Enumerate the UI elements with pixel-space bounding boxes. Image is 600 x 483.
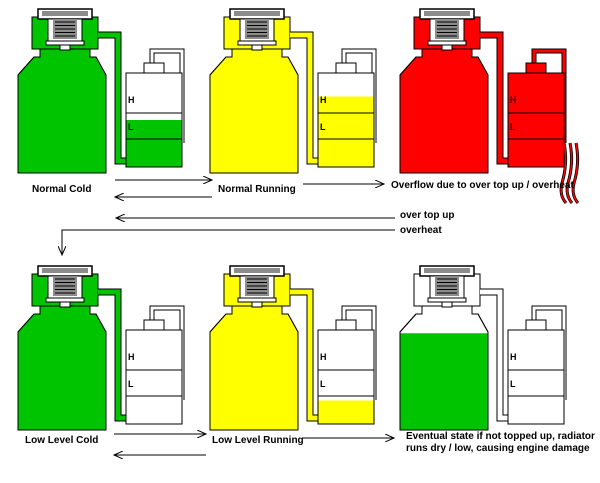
panel-normal-cold: HL bbox=[17, 8, 185, 174]
overflow-hose bbox=[98, 32, 126, 164]
reservoir-body bbox=[507, 329, 565, 425]
cap-seal bbox=[45, 40, 85, 46]
reservoir-body-border bbox=[125, 72, 183, 168]
cap-seal bbox=[427, 40, 467, 46]
radiator-coolant bbox=[399, 44, 489, 174]
reservoir-low-mark: L bbox=[510, 122, 516, 132]
reservoir-cap bbox=[335, 319, 357, 331]
reservoir-high-mark: H bbox=[510, 352, 517, 362]
flow-label-over-top-up: over top up bbox=[400, 210, 455, 221]
cap-top-metal bbox=[234, 268, 280, 273]
panel-eventual: HL bbox=[399, 265, 567, 431]
reservoir-body-border bbox=[317, 72, 375, 168]
reservoir-body bbox=[125, 329, 183, 425]
reservoir-body-border bbox=[317, 329, 375, 425]
reservoir-coolant bbox=[318, 400, 374, 424]
reservoir-low-mark: L bbox=[320, 122, 326, 132]
flow-label-overheat: overheat bbox=[400, 225, 442, 236]
overflow-hose bbox=[98, 289, 126, 421]
flow-arrows bbox=[62, 180, 395, 455]
cap-valve bbox=[59, 301, 71, 308]
cap-seal bbox=[237, 297, 277, 303]
reservoir-cap bbox=[143, 319, 165, 331]
caption-eventual: Eventual state if not topped up, radiato… bbox=[406, 431, 595, 454]
cap-seal bbox=[427, 297, 467, 303]
arrow-overheat bbox=[62, 229, 395, 255]
panel-low-level-running: HL bbox=[209, 265, 377, 431]
reservoir-low-mark: L bbox=[128, 122, 134, 132]
overflow-drip bbox=[560, 142, 567, 204]
cap-valve bbox=[441, 301, 453, 308]
reservoir-coolant bbox=[508, 73, 564, 167]
radiator-tank-border bbox=[399, 301, 489, 431]
caption-normal-running: Normal Running bbox=[218, 184, 296, 195]
reservoir-high-mark: H bbox=[128, 352, 135, 362]
reservoir-body-border bbox=[507, 72, 565, 168]
cap-top-metal bbox=[424, 268, 470, 273]
reservoir-high-mark: H bbox=[320, 352, 327, 362]
cap-top-metal bbox=[42, 11, 88, 16]
overflow-drip bbox=[566, 142, 573, 204]
radiator-coolant bbox=[17, 301, 107, 431]
cap-top-metal bbox=[42, 268, 88, 273]
cap-valve bbox=[441, 44, 453, 51]
caption-low-level-cold: Low Level Cold bbox=[25, 435, 99, 446]
overflow-hose bbox=[290, 289, 318, 421]
radiator-coolant bbox=[209, 44, 299, 174]
cap-valve bbox=[251, 44, 263, 51]
panel-overflow: HL bbox=[399, 8, 580, 204]
reservoir-low-mark: L bbox=[320, 379, 326, 389]
reservoir-high-mark: H bbox=[128, 95, 135, 105]
overflow-hose bbox=[480, 289, 508, 421]
cap-seal bbox=[45, 297, 85, 303]
overflow-hose bbox=[480, 32, 508, 164]
caption-overflow: Overflow due to over top up / overheat bbox=[391, 180, 574, 191]
cap-valve bbox=[59, 44, 71, 51]
reservoir-coolant bbox=[126, 120, 182, 167]
radiator-coolant bbox=[209, 301, 299, 431]
reservoir-low-mark: L bbox=[128, 379, 134, 389]
overflow-drip bbox=[572, 142, 579, 204]
reservoir-high-mark: H bbox=[320, 95, 327, 105]
reservoir-high-mark: H bbox=[510, 95, 517, 105]
caption-normal-cold: Normal Cold bbox=[32, 184, 92, 195]
reservoir-cap bbox=[525, 319, 547, 331]
reservoir-cap bbox=[143, 62, 165, 74]
cap-top-metal bbox=[234, 11, 280, 16]
cap-top-metal bbox=[424, 11, 470, 16]
radiator-coolant bbox=[400, 333, 488, 430]
reservoir-low-mark: L bbox=[510, 379, 516, 389]
cap-seal bbox=[237, 40, 277, 46]
radiator-coolant bbox=[17, 44, 107, 174]
reservoir-cap bbox=[335, 62, 357, 74]
reservoir-coolant bbox=[318, 96, 374, 167]
panel-low-level-cold: HL bbox=[17, 265, 185, 431]
cap-valve bbox=[251, 301, 263, 308]
reservoir-cap bbox=[525, 62, 547, 74]
overflow-hose bbox=[290, 32, 318, 164]
panel-normal-running: HL bbox=[209, 8, 377, 174]
caption-low-level-running: Low Level Running bbox=[212, 435, 304, 446]
